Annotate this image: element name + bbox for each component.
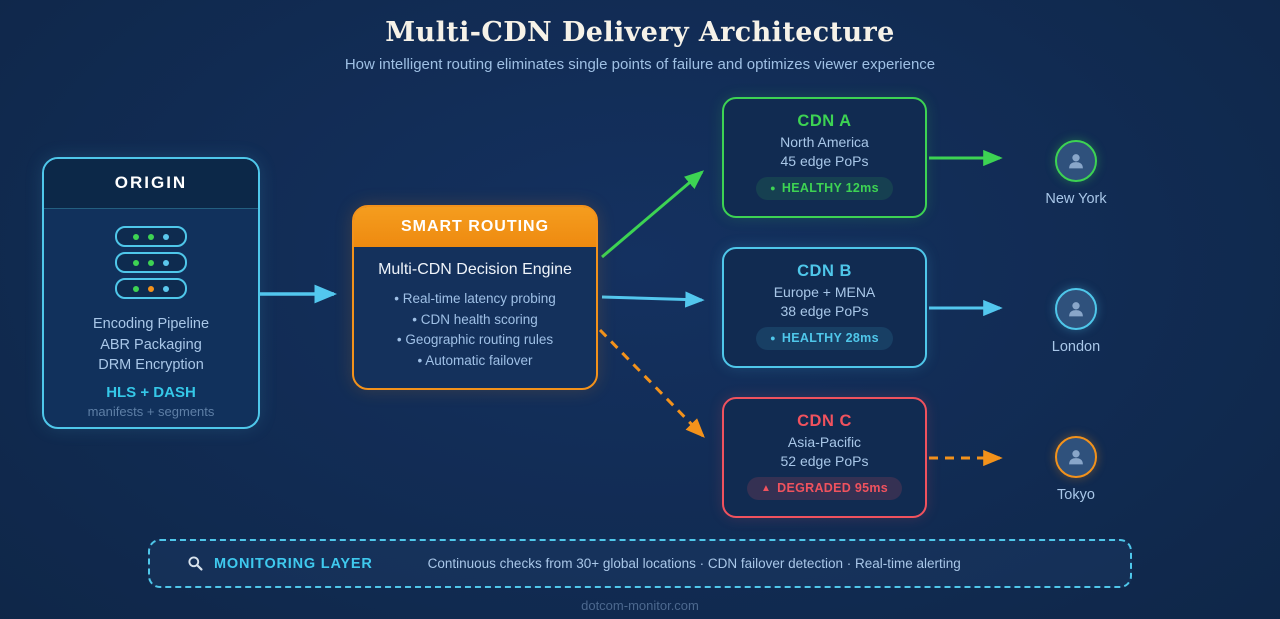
origin-feature: ABR Packaging xyxy=(100,336,202,353)
cdn-pops: 45 edge PoPs xyxy=(780,153,869,169)
cdn-a-card: CDN A North America 45 edge PoPs ● HEALT… xyxy=(722,97,927,218)
cdn-name: CDN C xyxy=(797,412,852,430)
user-avatar xyxy=(1055,436,1097,478)
status-text: DEGRADED 95ms xyxy=(777,481,889,495)
cdn-region: Europe + MENA xyxy=(773,284,876,300)
smart-routing-box: SMART ROUTING Multi-CDN Decision Engine … xyxy=(352,205,598,390)
person-icon xyxy=(1069,154,1083,169)
server-row-icon xyxy=(115,226,187,247)
endpoint-london: London xyxy=(1016,288,1136,355)
header: Multi-CDN Delivery Architecture How inte… xyxy=(0,17,1280,73)
routing-feature: • CDN health scoring xyxy=(412,311,538,327)
user-avatar xyxy=(1055,288,1097,330)
origin-protocols-note: manifests + segments xyxy=(87,403,215,419)
page-title: Multi-CDN Delivery Architecture xyxy=(385,17,895,48)
page-subtitle: How intelligent routing eliminates singl… xyxy=(344,56,936,73)
cdn-c-card: CDN C Asia-Pacific 52 edge PoPs ▲ DEGRAD… xyxy=(722,397,927,518)
status-badge: ● HEALTHY 12ms xyxy=(756,177,893,200)
status-text: HEALTHY 28ms xyxy=(781,331,879,345)
endpoint-new-york: New York xyxy=(1016,140,1136,207)
status-text: HEALTHY 12ms xyxy=(781,181,879,195)
person-icon xyxy=(1069,450,1083,465)
cdn-pops: 38 edge PoPs xyxy=(780,303,869,319)
origin-box: ORIGIN Encoding Pipeline ABR Packaging D… xyxy=(42,157,260,429)
endpoint-city-label: Tokyo xyxy=(1057,487,1095,503)
endpoint-tokyo: Tokyo xyxy=(1016,436,1136,503)
endpoint-city-label: New York xyxy=(1045,191,1107,207)
arrow-routing-to-cdn-b xyxy=(601,291,705,308)
arrow-routing-to-cdn-c xyxy=(598,328,705,438)
origin-features: Encoding Pipeline ABR Packaging DRM Encr… xyxy=(44,314,258,376)
monitoring-layer-details: Continuous checks from 30+ global locati… xyxy=(427,556,961,571)
cdn-name: CDN A xyxy=(797,112,852,130)
endpoint-city-label: London xyxy=(1051,339,1101,355)
server-row-icon xyxy=(115,278,187,299)
monitoring-layer-title: MONITORING LAYER xyxy=(214,555,373,572)
footer-watermark: dotcom-monitor.com xyxy=(581,598,699,613)
status-badge: ▲ DEGRADED 95ms xyxy=(746,477,903,500)
healthy-dot-icon: ● xyxy=(770,333,776,343)
person-icon xyxy=(1069,302,1083,317)
smart-routing-title: SMART ROUTING xyxy=(354,207,596,247)
magnifier-icon xyxy=(188,556,203,571)
server-row-icon xyxy=(115,252,187,273)
origin-protocols: HLS + DASH xyxy=(106,383,196,401)
cdn-region: North America xyxy=(780,134,869,150)
healthy-dot-icon: ● xyxy=(770,183,776,193)
cdn-b-card: CDN B Europe + MENA 38 edge PoPs ● HEALT… xyxy=(722,247,927,368)
cdn-pops: 52 edge PoPs xyxy=(780,453,869,469)
origin-server-stack-icon xyxy=(44,226,258,299)
routing-feature-list: • Real-time latency probing • CDN health… xyxy=(354,289,596,371)
arrow-routing-to-cdn-a xyxy=(601,170,705,259)
origin-title: ORIGIN xyxy=(44,159,258,209)
cdn-name: CDN B xyxy=(797,262,852,280)
monitoring-layer-bar: MONITORING LAYER Continuous checks from … xyxy=(148,539,1132,588)
status-badge: ● HEALTHY 28ms xyxy=(756,327,893,350)
user-avatar xyxy=(1055,140,1097,182)
routing-feature: • Real-time latency probing xyxy=(394,291,556,306)
warning-triangle-icon: ▲ xyxy=(760,482,772,494)
cdn-region: Asia-Pacific xyxy=(787,434,862,450)
decision-engine-label: Multi-CDN Decision Engine xyxy=(378,261,572,278)
origin-feature: Encoding Pipeline xyxy=(92,316,210,332)
routing-feature: • Geographic routing rules xyxy=(396,332,554,347)
routing-feature: • Automatic failover xyxy=(417,352,533,368)
origin-feature: DRM Encryption xyxy=(98,357,204,373)
